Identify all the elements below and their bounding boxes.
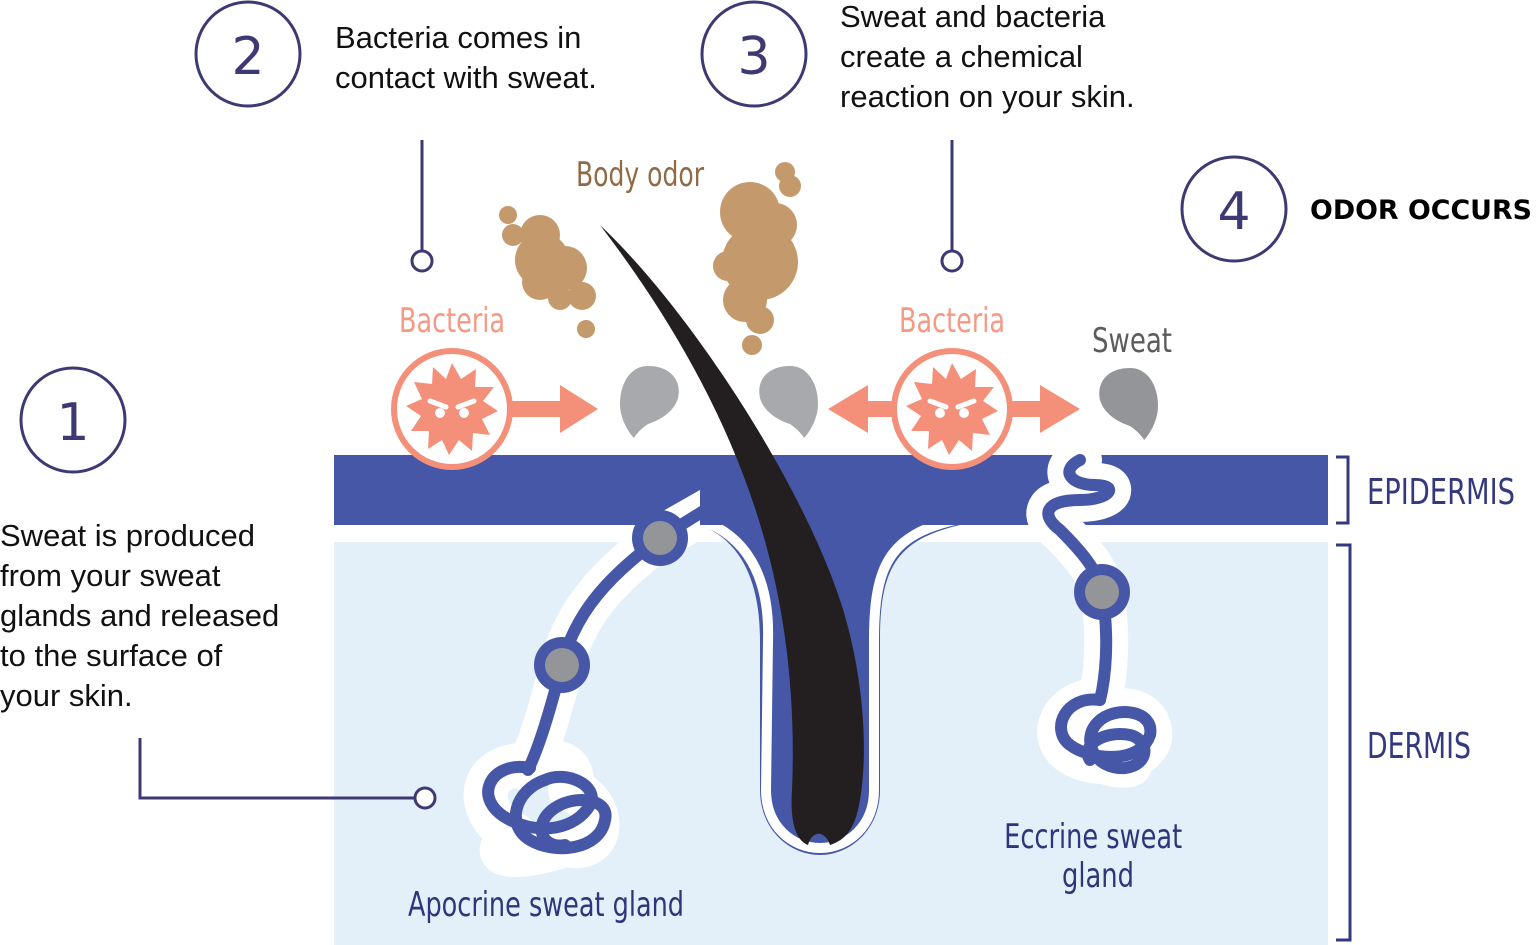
body-odor-label: Body odor (576, 155, 704, 195)
step-number: 2 (231, 27, 264, 87)
step-number: 4 (1217, 182, 1250, 242)
bacteria-left-label: Bacteria (399, 301, 505, 341)
step-number: 1 (56, 393, 89, 453)
step-description: Sweat and bacteria create a chemical rea… (840, 0, 1135, 114)
epidermis-label: EPIDERMIS (1367, 472, 1515, 513)
step-number: 3 (737, 27, 770, 87)
step-4: 4 ODOR OCCURS (1180, 155, 1532, 263)
callout-lines (138, 140, 964, 810)
sweat-drop-1 (620, 366, 679, 438)
hair-follicle (600, 225, 960, 855)
step-circle (19, 366, 127, 474)
step-description: Sweat is produced from your sweat glands… (0, 518, 288, 713)
step-2: 2 Bacteria comes in contact with sweat. (194, 0, 597, 108)
step-3: 3 Sweat and bacteria create a chemical r… (700, 0, 1135, 114)
layer-brackets (1336, 455, 1352, 942)
step-circle (700, 0, 808, 108)
eccrine-label: Eccrine sweat gland (1004, 817, 1192, 896)
step-circle (194, 0, 302, 108)
bacteria-right (828, 348, 1080, 470)
bacteria-left (391, 348, 598, 470)
arrow-right-icon (1040, 385, 1080, 433)
odor-cloud-right (713, 162, 801, 355)
hair (600, 225, 864, 845)
step-description: ODOR OCCURS (1310, 195, 1532, 226)
step-description: Bacteria comes in contact with sweat. (335, 20, 597, 95)
eccrine-gland (1026, 438, 1173, 788)
step-1: 1 Sweat is produced from your sweat glan… (0, 366, 288, 713)
arrow-right-icon (560, 385, 598, 433)
apocrine-label: Apocrine sweat gland (408, 885, 684, 925)
odor-cloud-left (499, 206, 596, 338)
bacteria-right-label: Bacteria (899, 301, 1005, 341)
sweat-drop-2 (759, 366, 818, 438)
arrow-left-icon (828, 385, 868, 433)
sweat-label: Sweat (1092, 321, 1172, 361)
step-circle (1180, 155, 1288, 263)
dermis-label: DERMIS (1367, 726, 1471, 767)
apocrine-gland (463, 462, 777, 878)
sweat-drop-3 (1099, 368, 1158, 440)
